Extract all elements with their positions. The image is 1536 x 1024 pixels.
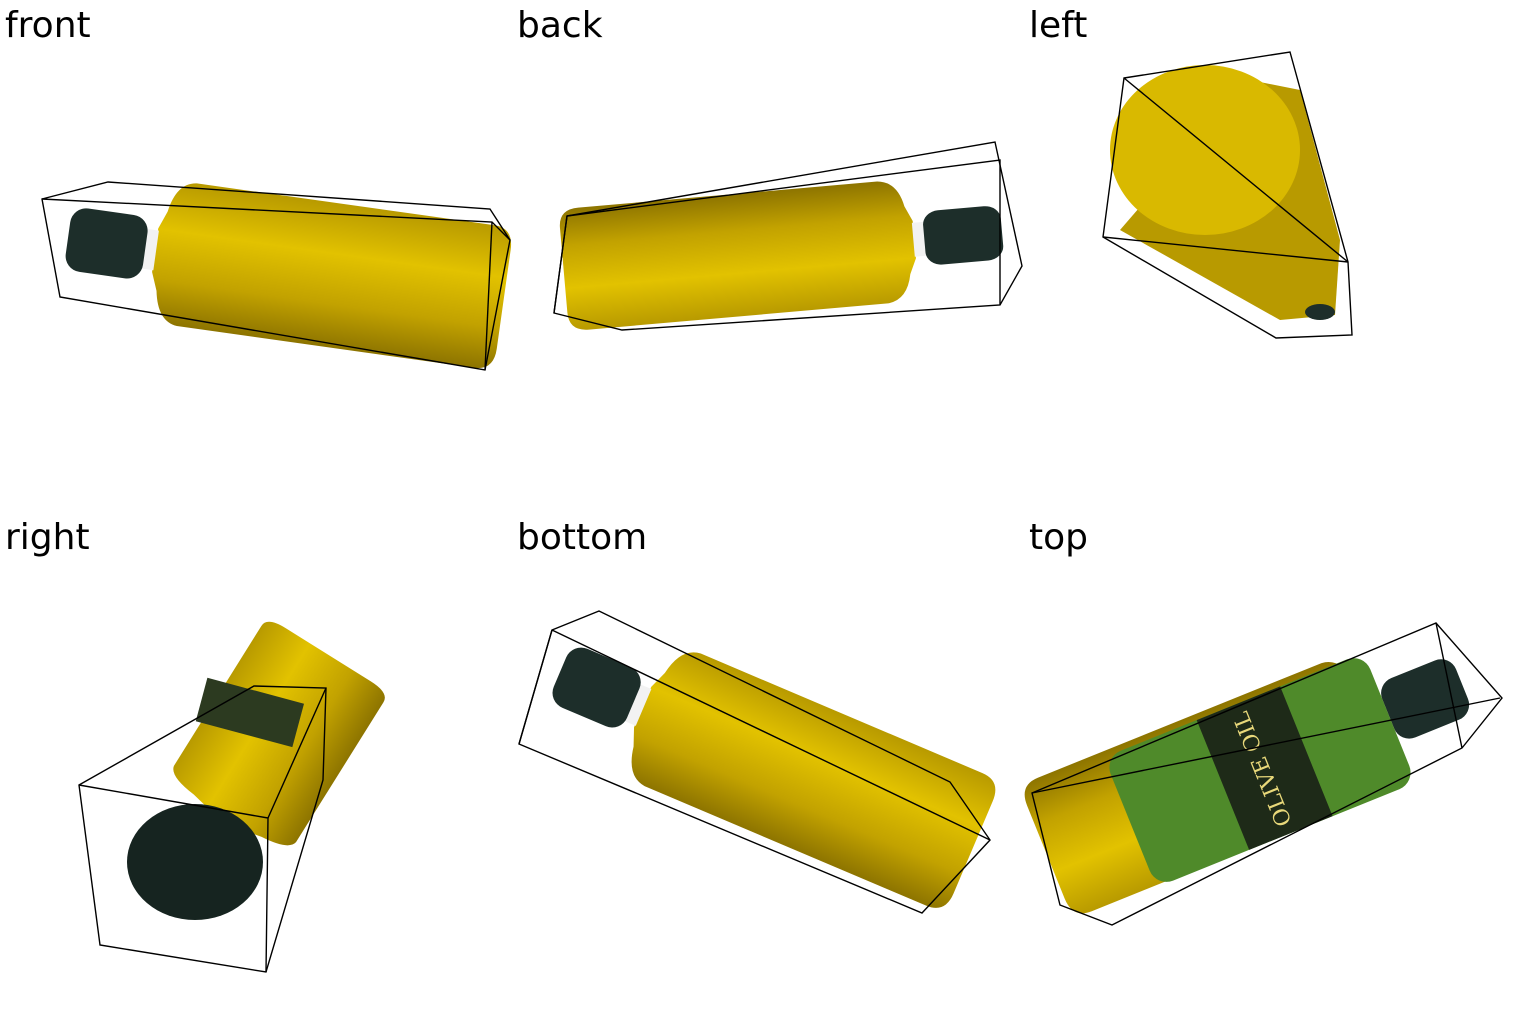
panel-label-bottom: bottom	[517, 517, 648, 558]
view-back	[553, 141, 1023, 332]
bottle-base	[1110, 65, 1300, 235]
bounding-box-front	[41, 181, 511, 371]
bounding-box-back	[553, 141, 1023, 331]
panel-label-left: left	[1029, 5, 1088, 46]
view-front	[41, 166, 514, 371]
bottle-back	[558, 171, 1008, 332]
panel-label-right: right	[5, 517, 90, 558]
bottle-front	[57, 166, 514, 371]
bounding-box-top	[1031, 622, 1503, 926]
view-left	[1102, 51, 1353, 339]
bounding-box-left	[1102, 51, 1353, 339]
view-top: OLIVE OIL	[1018, 617, 1503, 926]
bottle-label: OLIVE OIL	[1109, 658, 1411, 882]
panel-label-back: back	[517, 5, 603, 46]
bottle-cap	[127, 804, 263, 920]
bounding-box-right	[78, 685, 327, 973]
bottle-bottom	[531, 605, 1002, 914]
bounding-box-bottom	[518, 610, 991, 914]
view-right	[78, 616, 390, 973]
panel-label-front: front	[5, 5, 91, 46]
panel-label-top: top	[1029, 517, 1088, 558]
view-bottom	[518, 605, 1002, 914]
